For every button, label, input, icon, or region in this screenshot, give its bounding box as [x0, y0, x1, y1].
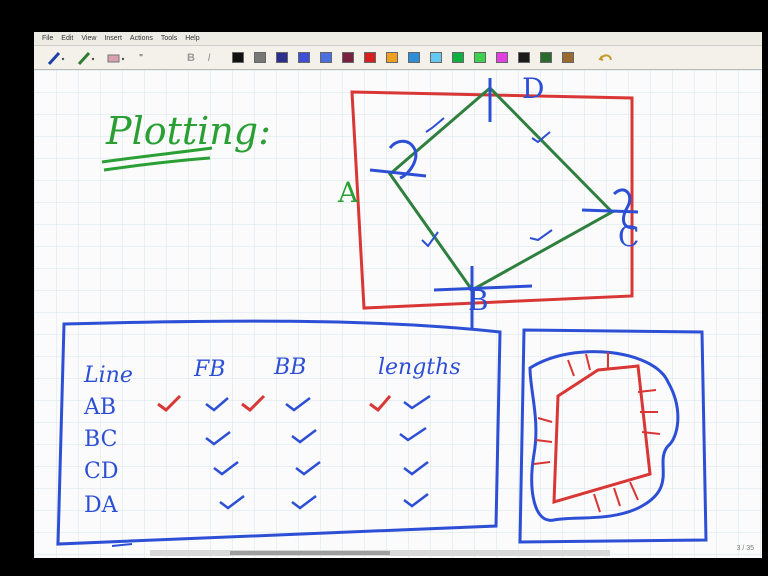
menu-tools[interactable]: Tools	[161, 32, 177, 46]
color-swatch-2[interactable]	[254, 52, 266, 63]
table-header-bb: BB	[273, 355, 306, 380]
left-black-border	[0, 32, 34, 576]
label-c: C	[618, 220, 639, 253]
color-swatch-4[interactable]	[298, 52, 310, 63]
eraser-tool-button[interactable]	[104, 50, 130, 66]
drawing-layer: Plotting: A B C D	[34, 70, 762, 558]
page-title: Plotting:	[105, 109, 271, 153]
menu-actions[interactable]: Actions	[130, 32, 153, 46]
table-row-da: DA	[84, 493, 119, 518]
drawing-canvas[interactable]: Plotting: A B C D	[34, 70, 762, 558]
color-swatch-14[interactable]	[518, 52, 530, 63]
scrollbar-thumb[interactable]	[230, 551, 390, 555]
menu-file[interactable]: File	[42, 32, 53, 46]
color-swatch-16[interactable]	[562, 52, 574, 63]
color-swatch-9[interactable]	[408, 52, 420, 63]
color-swatch-12[interactable]	[474, 52, 486, 63]
menu-edit[interactable]: Edit	[61, 32, 73, 46]
table-row-ab: AB	[83, 395, 116, 420]
label-b: B	[468, 284, 489, 317]
color-swatch-15[interactable]	[540, 52, 552, 63]
highlighter-tool-button[interactable]	[74, 50, 100, 66]
top-black-border	[0, 0, 768, 32]
label-a: A	[337, 176, 359, 209]
horizontal-scrollbar[interactable]	[150, 550, 610, 556]
undo-icon	[597, 50, 615, 66]
pen-icon	[45, 50, 69, 66]
italic-button[interactable]: I	[202, 50, 216, 66]
color-swatch-7[interactable]	[364, 52, 376, 63]
undo-button[interactable]	[596, 50, 616, 66]
bold-button[interactable]: B	[184, 50, 198, 66]
color-swatch-3[interactable]	[276, 52, 288, 63]
menu-bar: File Edit View Insert Actions Tools Help	[34, 32, 762, 46]
label-d: D	[522, 72, 544, 105]
page-indicator: 3 / 35	[736, 545, 754, 552]
bottom-black-border	[0, 558, 768, 576]
menu-view[interactable]: View	[81, 32, 96, 46]
menu-insert[interactable]: Insert	[104, 32, 122, 46]
table-row-bc: BC	[84, 427, 117, 452]
table-row-cd: CD	[84, 459, 118, 484]
color-swatch-5[interactable]	[320, 52, 332, 63]
menu-help[interactable]: Help	[185, 32, 199, 46]
toolbar: " B I	[34, 46, 762, 70]
table-header-fb: FB	[193, 357, 225, 382]
pen-tool-button[interactable]	[44, 50, 70, 66]
table-header-lengths: lengths	[378, 355, 461, 380]
table-header-line: Line	[83, 363, 133, 388]
color-swatch-13[interactable]	[496, 52, 508, 63]
color-swatch-8[interactable]	[386, 52, 398, 63]
right-black-border	[762, 32, 768, 576]
color-swatch-6[interactable]	[342, 52, 354, 63]
eraser-icon	[105, 50, 129, 66]
highlighter-icon	[75, 50, 99, 66]
color-swatch-10[interactable]	[430, 52, 442, 63]
color-swatch-1[interactable]	[232, 52, 244, 63]
color-swatch-11[interactable]	[452, 52, 464, 63]
more-tools-button[interactable]: "	[134, 50, 148, 66]
